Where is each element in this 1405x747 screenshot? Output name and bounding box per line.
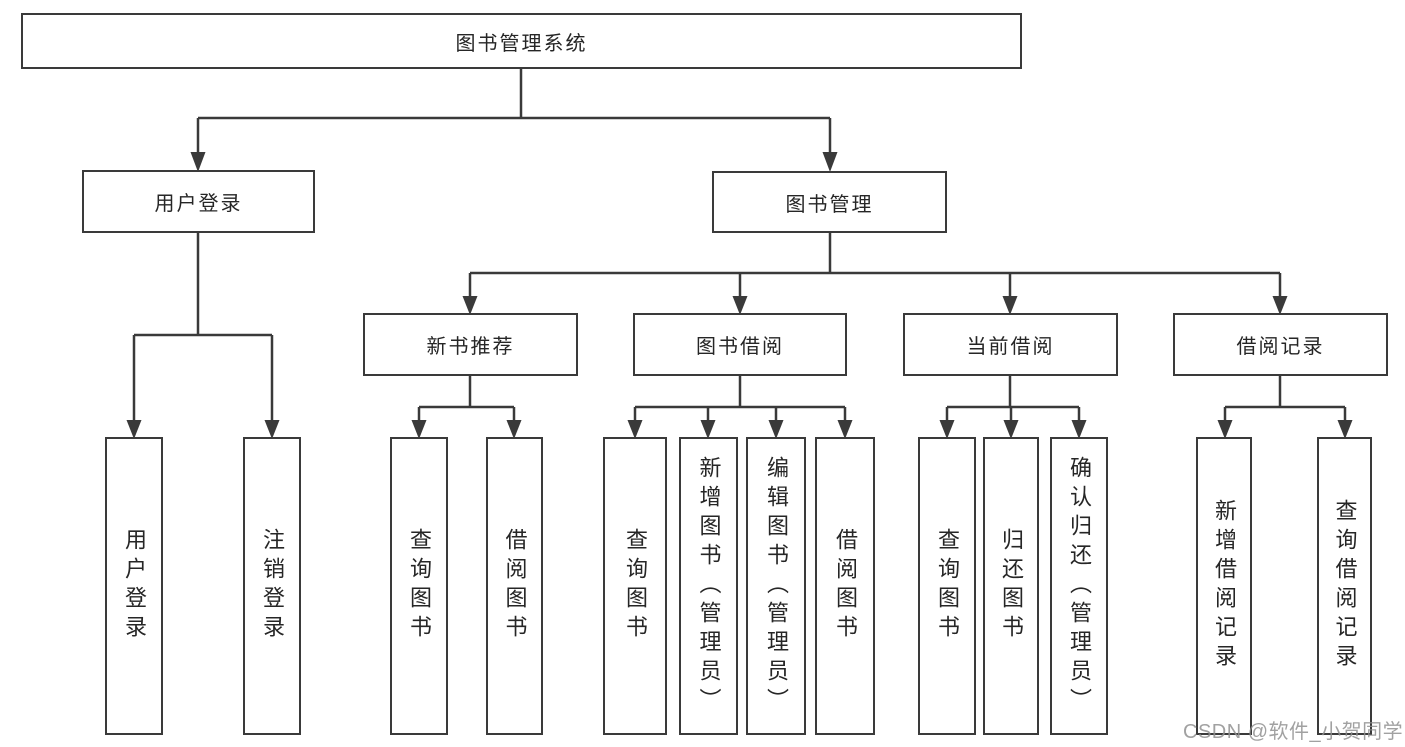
node-label: 借阅记录 — [1236, 336, 1325, 358]
node-label: 新书推荐 — [426, 336, 515, 358]
node-label: 图书管理 — [785, 193, 874, 216]
node-root-system: 图书管理系统 — [21, 13, 1022, 69]
leaf-logout: 注销登录 — [243, 437, 301, 735]
leaf-edit-books-admin: 编辑图书（管理员） — [746, 437, 806, 735]
node-label: 新增借阅记录 — [1212, 499, 1237, 673]
leaf-borrow-books-recommend: 借阅图书 — [486, 437, 543, 735]
node-label: 新增图书（管理员） — [696, 455, 722, 717]
node-label: 借阅图书 — [833, 528, 858, 644]
leaf-query-books-borrow: 查询图书 — [603, 437, 667, 735]
node-label: 当前借阅 — [966, 336, 1055, 358]
node-label: 查询借阅记录 — [1332, 499, 1358, 673]
node-book-borrow: 图书借阅 — [633, 313, 847, 376]
node-label: 查询图书 — [623, 528, 648, 644]
node-user-login: 用户登录 — [82, 170, 315, 233]
leaf-return-books: 归还图书 — [983, 437, 1039, 735]
leaf-borrow-books: 借阅图书 — [815, 437, 875, 735]
leaf-add-books-admin: 新增图书（管理员） — [679, 437, 738, 735]
node-label: 用户登录 — [122, 528, 147, 644]
leaf-user-login: 用户登录 — [105, 437, 163, 735]
leaf-query-books-recommend: 查询图书 — [390, 437, 448, 735]
node-label: 编辑图书（管理员） — [764, 455, 789, 717]
node-label: 用户登录 — [154, 193, 243, 215]
leaf-add-borrow-record: 新增借阅记录 — [1196, 437, 1252, 735]
csdn-watermark: CSDN @软件_小贺同学 — [1183, 721, 1404, 743]
arrowheads — [126, 152, 1353, 439]
node-label: 图书借阅 — [696, 336, 784, 358]
node-label: 注销登录 — [260, 528, 285, 644]
node-current-borrow: 当前借阅 — [903, 313, 1118, 376]
node-label: 确认归还（管理员） — [1067, 455, 1092, 717]
node-borrow-records: 借阅记录 — [1173, 313, 1388, 376]
node-label: 图书管理系统 — [455, 32, 588, 55]
node-label: 查询图书 — [407, 528, 432, 644]
leaf-query-books-current: 查询图书 — [918, 437, 976, 735]
node-new-book-recommend: 新书推荐 — [363, 313, 578, 376]
connector-segments — [132, 69, 1347, 421]
node-label: 查询图书 — [935, 528, 960, 644]
node-label: 归还图书 — [999, 528, 1024, 644]
node-book-management: 图书管理 — [712, 171, 947, 233]
leaf-confirm-return-admin: 确认归还（管理员） — [1050, 437, 1108, 735]
node-label: 借阅图书 — [502, 528, 528, 644]
leaf-query-borrow-record: 查询借阅记录 — [1317, 437, 1372, 735]
